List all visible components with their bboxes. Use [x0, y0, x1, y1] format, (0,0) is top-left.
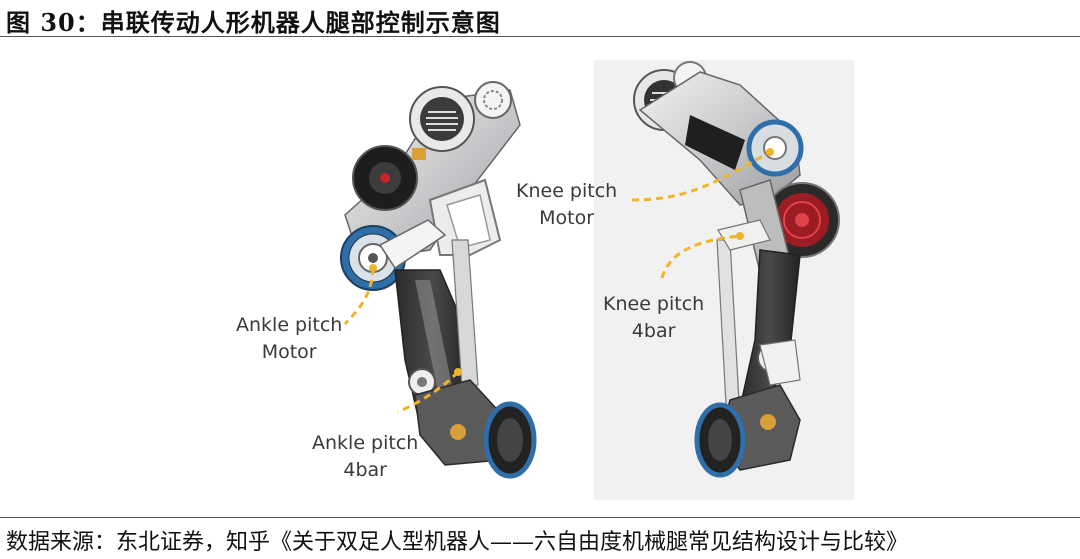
left-robot-leg — [340, 81, 537, 479]
callout-endpoints — [369, 148, 774, 376]
ankle-4bar-leader-line — [397, 370, 460, 414]
ankle-pitch-4bar-label: Ankle pitch 4bar — [312, 432, 419, 481]
top-divider — [0, 36, 1080, 37]
bottom-divider — [0, 517, 1080, 518]
robot-leg-figure: Ankle pitch Motor Ankle pitch 4bar Knee … — [0, 40, 1080, 514]
knee-pitch-4bar-label: Knee pitch 4bar — [603, 293, 705, 342]
source-note: 数据来源：东北证券，知乎《关于双足人型机器人——六自由度机械腿常见结构设计与比较… — [6, 530, 909, 555]
knee-4bar-leader-line — [660, 234, 741, 279]
knee-motor-leader-line — [631, 150, 771, 202]
knee-pitch-motor-label: Knee pitch Motor — [516, 180, 618, 229]
callout-leader-lines — [343, 150, 771, 414]
robot-leg-illustration — [340, 60, 854, 500]
right-robot-leg — [633, 61, 840, 478]
ankle-pitch-motor-label: Ankle pitch Motor — [236, 314, 343, 363]
figure-title: 图 30：串联传动人形机器人腿部控制示意图 — [6, 8, 501, 37]
